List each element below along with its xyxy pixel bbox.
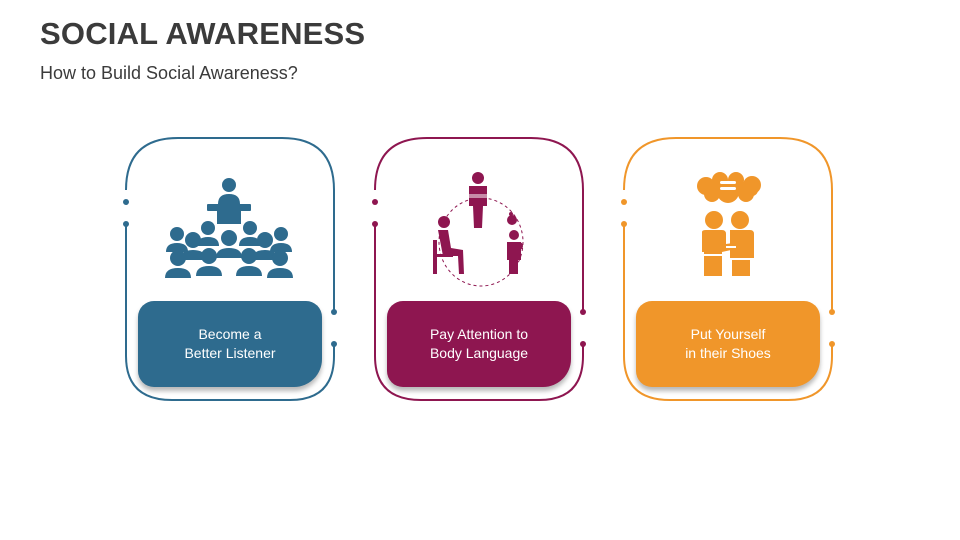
step-label-line1: Pay Attention to xyxy=(429,326,529,342)
step-label-box: Put Yourself in their Shoes xyxy=(636,301,820,387)
card-frame xyxy=(123,137,337,401)
step-label-line2: in their Shoes xyxy=(685,345,771,361)
body-language-icon xyxy=(433,172,524,287)
step-card-body-language: Pay Attention to Body Language xyxy=(372,134,593,406)
step-label-line2: Better Listener xyxy=(184,345,276,361)
step-label-line1: Put Yourself xyxy=(690,326,766,342)
step-card-empathy: Put Yourself in their Shoes xyxy=(621,134,842,406)
step-card-listener: Become a Better Listener xyxy=(123,134,344,406)
audience-speaker-icon xyxy=(165,178,293,278)
page-title: SOCIAL AWARENESS xyxy=(40,16,366,51)
step-label-box: Pay Attention to Body Language xyxy=(387,301,571,387)
card-frame xyxy=(372,137,586,401)
page-subtitle: How to Build Social Awareness? xyxy=(40,63,298,83)
step-label-box: Become a Better Listener xyxy=(138,301,322,387)
step-label-line2: Body Language xyxy=(429,345,529,361)
step-label-line1: Become a xyxy=(198,326,262,342)
card-frame xyxy=(621,137,835,401)
empathy-icon xyxy=(697,172,761,276)
